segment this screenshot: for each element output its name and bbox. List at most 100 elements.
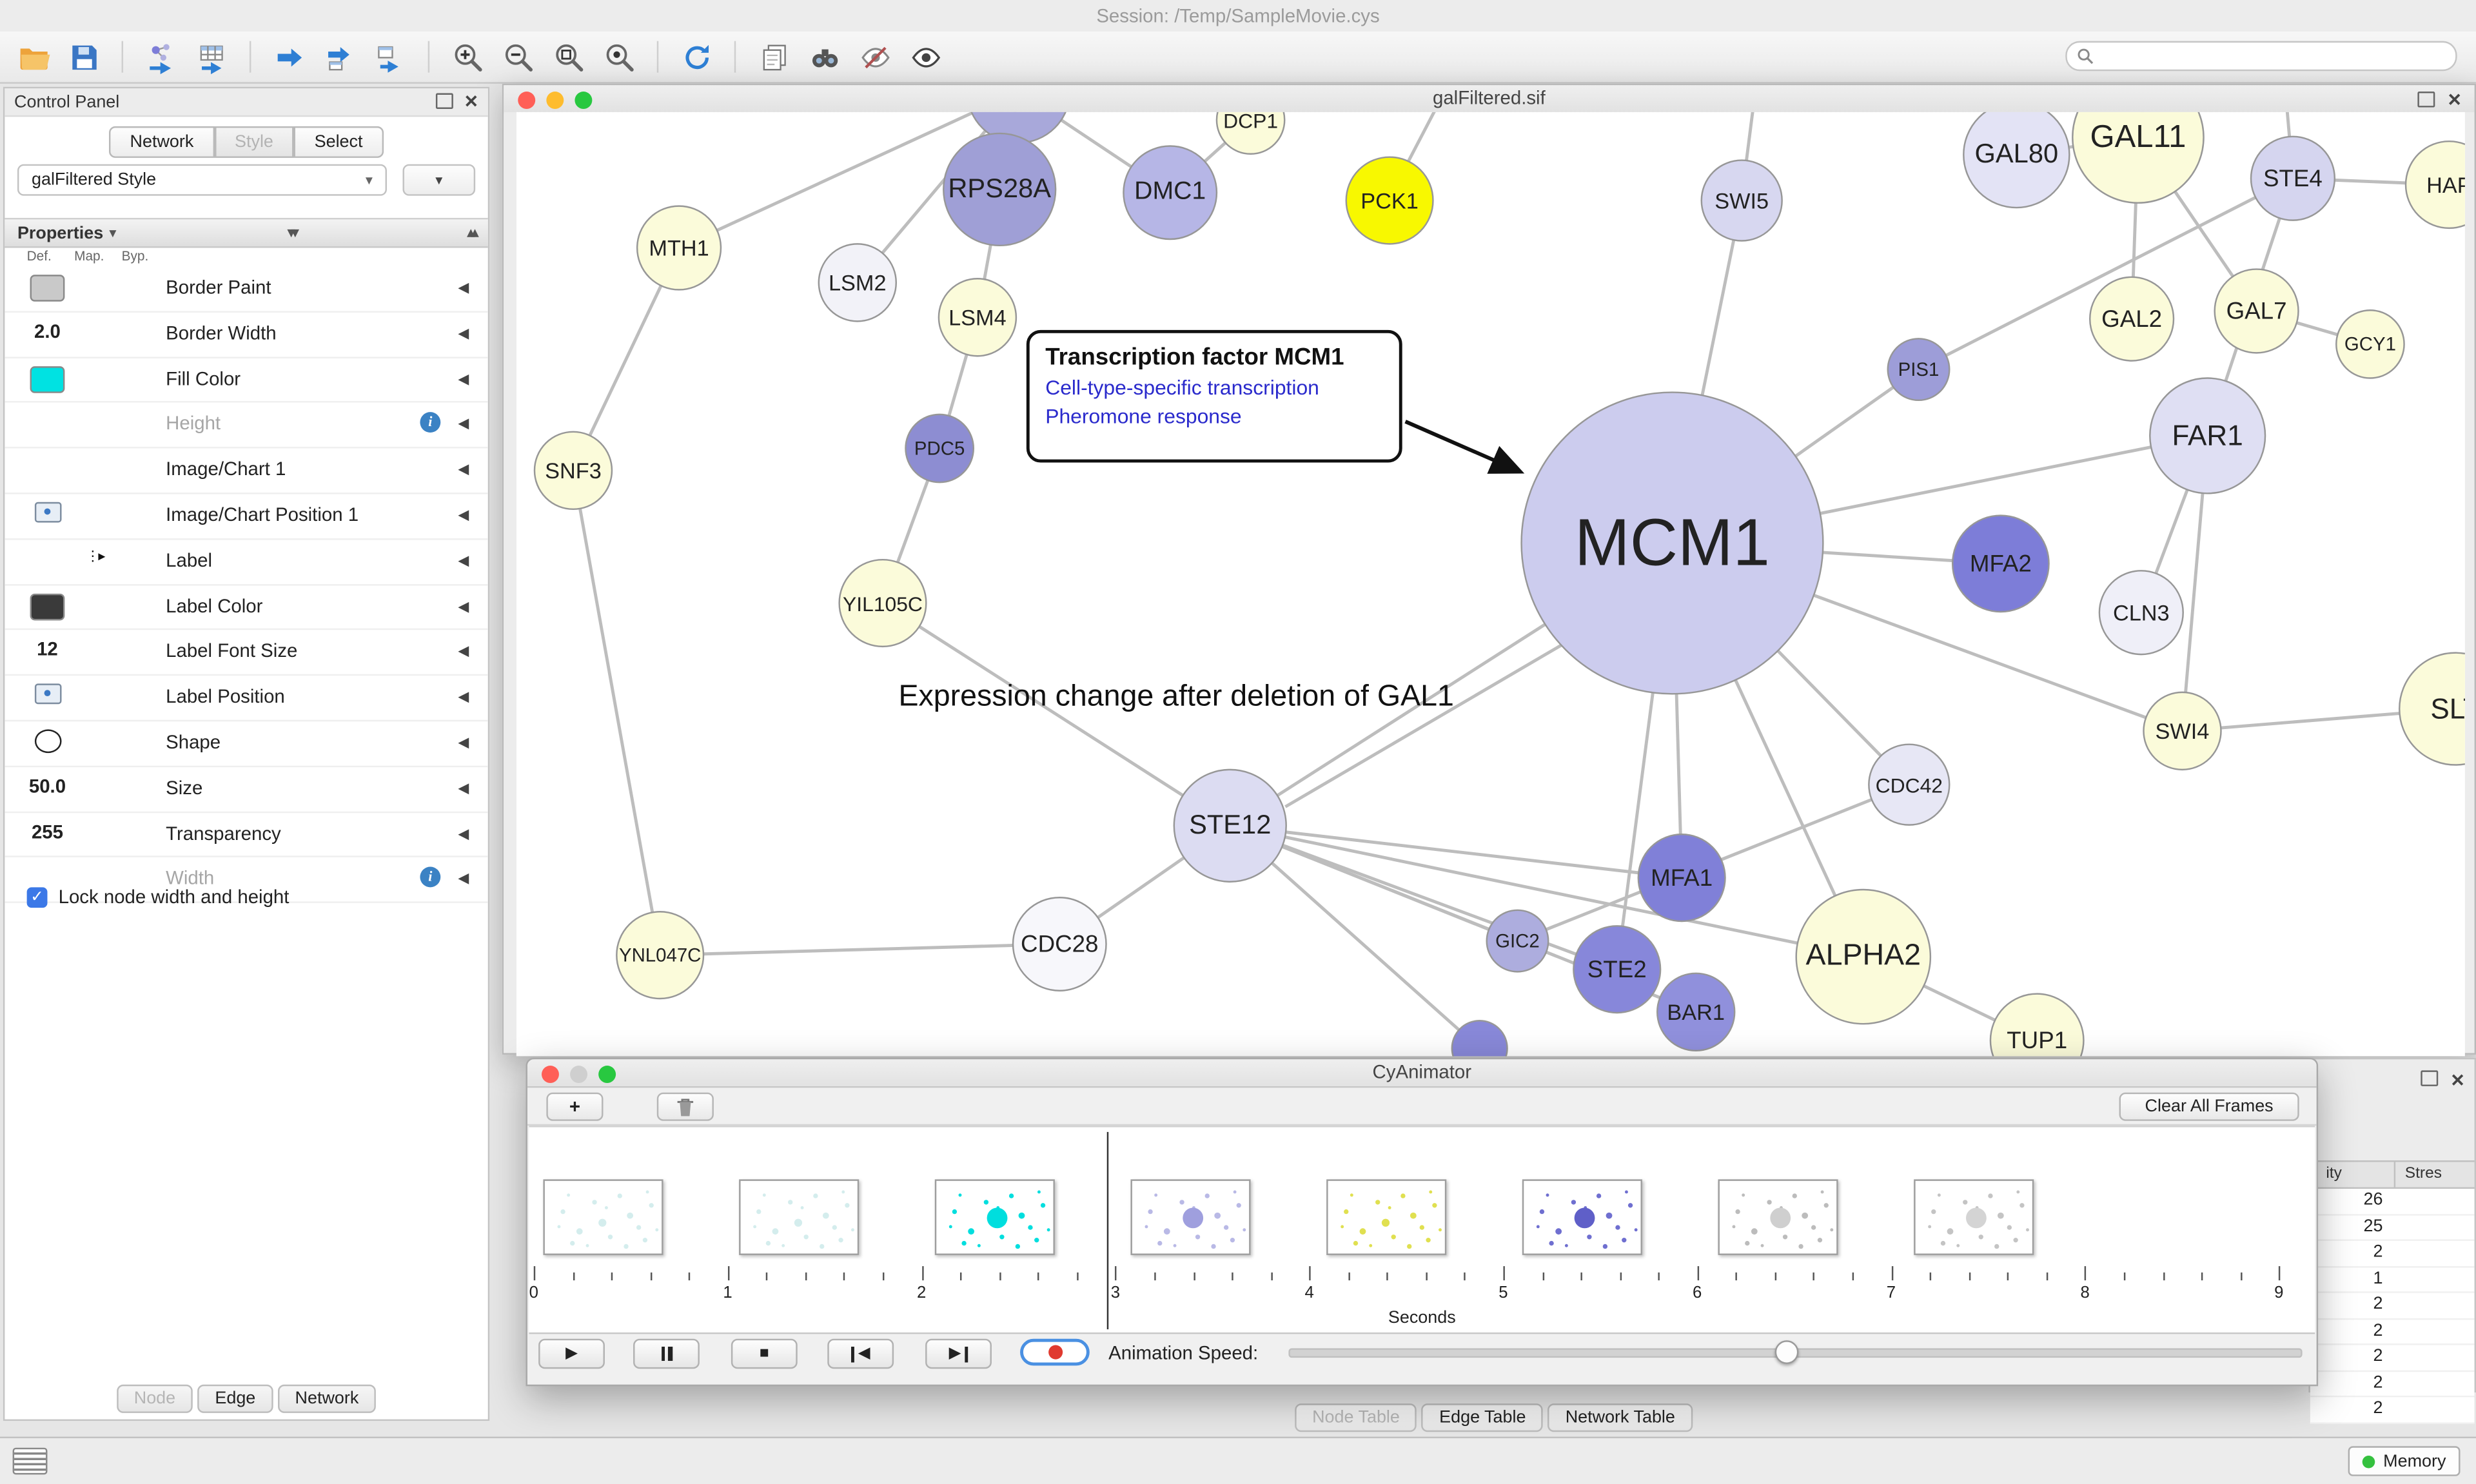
network-node-swi4[interactable]: SWI4 (2143, 691, 2222, 771)
results-table-row[interactable]: 2 (2310, 1345, 2475, 1371)
record-button[interactable] (1020, 1338, 1090, 1366)
expand-row-icon[interactable]: ◀ (458, 370, 469, 387)
close-window-button[interactable] (542, 1066, 559, 1084)
results-table-row[interactable]: 26 (2310, 1189, 2475, 1215)
results-table-row[interactable]: 25 (2310, 1215, 2475, 1241)
expand-row-icon[interactable]: ◀ (458, 416, 469, 432)
zoom-selected-button[interactable] (595, 36, 642, 77)
property-row-label-position[interactable]: Label Position◀ (5, 676, 488, 722)
default-value-cell[interactable] (27, 592, 68, 620)
close-window-button[interactable] (518, 92, 536, 109)
expand-row-icon[interactable]: ◀ (458, 643, 469, 659)
network-canvas[interactable]: Transcription factor MCM1 Cell-type-spec… (516, 112, 2465, 1057)
save-session-button[interactable] (60, 36, 107, 77)
network-node-cdc42[interactable]: CDC42 (1868, 743, 1950, 826)
property-row-fill-color[interactable]: Fill Color◀ (5, 358, 488, 404)
frame-thumbnail-2[interactable] (934, 1179, 1055, 1255)
network-node-ste12[interactable]: STE12 (1173, 768, 1287, 883)
tab-network[interactable]: Network (277, 1384, 377, 1413)
network-from-file-button[interactable] (265, 36, 312, 77)
info-icon[interactable]: i (420, 413, 441, 433)
tab-node[interactable]: Node (116, 1384, 193, 1413)
network-node-cdc28[interactable]: CDC28 (1012, 897, 1107, 991)
expand-row-icon[interactable]: ◀ (458, 688, 469, 705)
zoom-window-button[interactable] (575, 92, 593, 109)
network-node-rps28a[interactable]: RPS28A (943, 132, 1057, 247)
tab-network-table[interactable]: Network Table (1548, 1403, 1693, 1432)
network-node-gic2[interactable]: GIC2 (1486, 909, 1549, 973)
hide-details-button[interactable] (851, 36, 898, 77)
play-button[interactable]: ▶ (538, 1338, 605, 1369)
network-node-gal2[interactable]: GAL2 (2089, 276, 2175, 362)
skip-forward-button[interactable]: ▶ (925, 1338, 992, 1369)
results-table-row[interactable]: 1 (2310, 1267, 2475, 1293)
default-value-cell[interactable]: 50.0 (28, 774, 66, 797)
float-window-icon[interactable] (2417, 88, 2435, 115)
expand-row-icon[interactable]: ◀ (458, 825, 469, 841)
minimize-window-button[interactable] (570, 1066, 588, 1084)
network-window-titlebar[interactable]: galFiltered.sif ✕ (504, 85, 2475, 115)
color-swatch[interactable] (30, 366, 65, 393)
lock-size-checkbox[interactable]: ✓ (26, 886, 48, 907)
network-node-lsm4[interactable]: LSM4 (938, 278, 1017, 357)
frame-thumbnail-3[interactable] (1130, 1179, 1251, 1255)
expand-row-icon[interactable]: ◀ (458, 324, 469, 341)
network-node-bar1[interactable]: BAR1 (1656, 972, 1736, 1052)
network-node-pdc5[interactable]: PDC5 (905, 413, 975, 483)
network-node-snf3[interactable]: SNF3 (533, 431, 613, 511)
tab-select[interactable]: Select (293, 126, 384, 158)
zoom-in-button[interactable] (444, 36, 491, 77)
stop-button[interactable]: ■ (731, 1338, 798, 1369)
network-node-gal80[interactable]: GAL80 (1963, 112, 2070, 209)
pause-button[interactable] (633, 1338, 700, 1369)
expand-all-icon[interactable]: ▴▴ (467, 224, 478, 240)
close-panel-icon[interactable]: ✕ (464, 92, 479, 112)
network-node-ynl047c[interactable]: YNL047C (616, 911, 705, 1000)
network-node-gal7[interactable]: GAL7 (2214, 268, 2299, 354)
tab-node-table[interactable]: Node Table (1295, 1403, 1417, 1432)
network-node-lsm2[interactable]: LSM2 (818, 243, 898, 322)
network-node-mfa2[interactable]: MFA2 (1951, 514, 2050, 613)
animation-speed-thumb[interactable] (1774, 1340, 1798, 1364)
mapping-icon[interactable]: ⋮▸ (85, 547, 106, 563)
snapshot-button[interactable] (750, 36, 797, 77)
network-node-gcy1[interactable]: GCY1 (2335, 309, 2405, 379)
network-node-alpha2[interactable]: ALPHA2 (1795, 888, 1932, 1025)
results-table-row[interactable]: 2 (2310, 1397, 2475, 1423)
default-value-cell[interactable] (27, 729, 68, 757)
expand-row-icon[interactable]: ◀ (458, 734, 469, 750)
task-history-icon[interactable] (12, 1447, 48, 1475)
results-table-row[interactable]: 2 (2310, 1371, 2475, 1398)
refresh-layout-button[interactable] (673, 36, 720, 77)
color-swatch[interactable] (30, 592, 65, 620)
network-node-far1[interactable]: FAR1 (2149, 377, 2266, 494)
annotation-link[interactable]: Cell-type-specific transcription (1045, 375, 1319, 400)
search-input[interactable] (2100, 44, 2446, 68)
annotation-link[interactable]: Pheromone response (1045, 404, 1242, 428)
position-widget-icon[interactable] (34, 502, 61, 523)
expand-row-icon[interactable]: ◀ (458, 552, 469, 569)
position-widget-icon[interactable] (34, 683, 61, 705)
expand-row-icon[interactable]: ◀ (458, 507, 469, 523)
tab-edge[interactable]: Edge (197, 1384, 273, 1413)
results-table-row[interactable]: 2 (2310, 1240, 2475, 1267)
default-value-cell[interactable] (27, 683, 68, 709)
default-value-cell[interactable] (27, 502, 68, 527)
style-dropdown[interactable]: galFiltered Style ▾ (17, 164, 388, 196)
network-node-ste2[interactable]: STE2 (1573, 925, 1662, 1014)
skip-back-button[interactable]: ◀ (827, 1338, 894, 1369)
property-row-label[interactable]: ⋮▸Label◀ (5, 540, 488, 585)
network-node-yil105c[interactable]: YIL105C (838, 558, 927, 648)
default-value-cell[interactable] (27, 366, 68, 393)
results-col-1[interactable]: ity (2310, 1162, 2396, 1187)
lock-size-row[interactable]: ✓ Lock node width and height (26, 886, 290, 908)
network-node-mth1[interactable]: MTH1 (636, 205, 722, 291)
show-details-button[interactable] (901, 36, 948, 77)
default-value-cell[interactable] (27, 275, 68, 302)
network-node-mcm1[interactable]: MCM1 (1520, 391, 1824, 695)
frame-thumbnail-1[interactable] (739, 1179, 860, 1255)
